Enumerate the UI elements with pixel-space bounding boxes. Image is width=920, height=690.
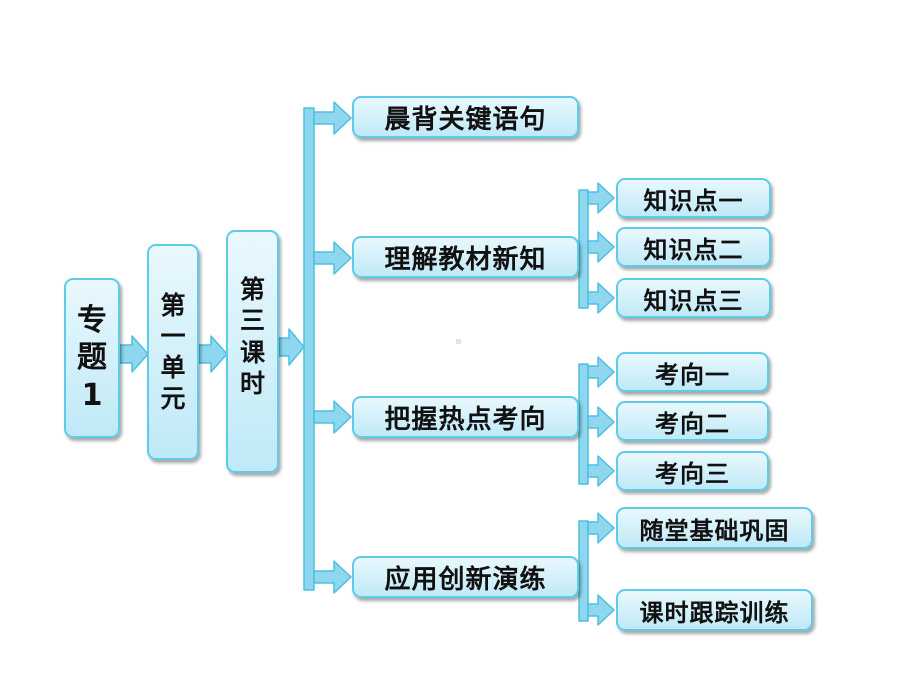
topic-box: 专 题 1 [64,278,120,438]
knowledge-point-3-label: 知识点三 [643,286,744,315]
sub-spine-4 [578,520,589,622]
section-3-box: 把握热点考向 [352,396,579,438]
arrow-sub-3-1 [587,356,615,388]
section-1-box: 晨背关键语句 [352,96,579,138]
practice-2-box: 课时跟踪训练 [616,589,813,631]
section-1-label: 晨背关键语句 [384,104,547,135]
knowledge-point-2-box: 知识点二 [616,227,771,267]
decorative-dot [456,339,461,344]
arrow-sub-3-3 [587,455,615,487]
section-4-box: 应用创新演练 [352,556,579,598]
lesson-line-3: 课 [239,337,265,367]
knowledge-point-1-box: 知识点一 [616,178,771,218]
arrow-unit-to-lesson [198,335,228,373]
unit-line-4: 元 [160,384,186,414]
section-3-label: 把握热点考向 [384,404,547,435]
arrow-to-section-3 [313,400,352,434]
arrow-lesson-to-spine [278,328,305,366]
unit-line-2: 一 [160,321,186,351]
knowledge-point-1-label: 知识点一 [643,186,744,215]
lesson-line-4: 时 [239,368,265,398]
arrow-to-section-4 [313,560,352,594]
exam-direction-3-label: 考向三 [655,459,730,488]
arrow-root-to-unit [119,335,149,373]
arrow-sub-4-2 [587,594,615,626]
arrow-to-section-1 [313,101,352,135]
knowledge-point-2-label: 知识点二 [643,235,744,264]
arrow-sub-2-1 [587,182,615,214]
lesson-line-1: 第 [239,275,265,304]
exam-direction-3-box: 考向三 [616,451,769,491]
arrow-sub-2-3 [587,282,615,314]
arrow-sub-4-1 [587,512,615,544]
practice-1-box: 随堂基础巩固 [616,507,813,549]
exam-direction-2-label: 考向二 [655,409,730,438]
topic-line-2: 题 [77,340,107,376]
arrow-to-section-2 [313,241,352,275]
sub-spine-3 [578,363,589,485]
section-2-box: 理解教材新知 [352,236,579,278]
exam-direction-2-box: 考向二 [616,401,769,441]
topic-line-3: 1 [81,377,103,413]
exam-direction-1-label: 考向一 [655,360,730,389]
topic-line-1: 专 [77,302,107,338]
arrow-sub-2-2 [587,231,615,263]
lesson-box: 第 三 课 时 [226,230,279,473]
practice-1-label: 随堂基础巩固 [639,516,790,545]
unit-line-1: 第 [160,290,186,320]
unit-box: 第 一 单 元 [147,244,199,460]
arrow-sub-3-2 [587,406,615,438]
practice-2-label: 课时跟踪训练 [639,598,790,627]
unit-line-3: 单 [160,353,186,382]
exam-direction-1-box: 考向一 [616,352,769,392]
section-2-label: 理解教材新知 [384,244,547,275]
lesson-line-2: 三 [239,306,265,336]
knowledge-point-3-box: 知识点三 [616,278,771,318]
main-spine [303,107,315,591]
section-4-label: 应用创新演练 [384,564,547,595]
sub-spine-2 [578,189,589,309]
